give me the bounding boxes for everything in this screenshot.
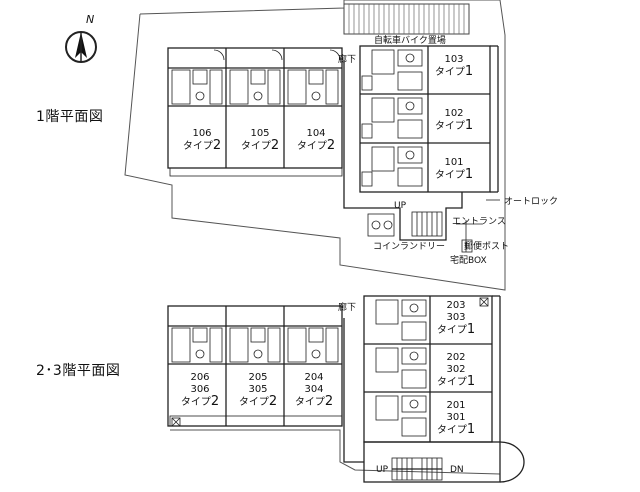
unit-201-301: 201 301 タイプ1 [436,400,476,437]
site-boundary-floor1 [124,0,506,291]
floor1-stairs [367,199,500,253]
unit-206-306: 206 306 タイプ2 [180,372,220,409]
up-label-floor23: UP [376,465,389,475]
floor23-right-wing [343,295,525,483]
delivery-box-label: 宅配BOX [450,256,487,266]
unit-205-305: 205 305 タイプ2 [238,372,278,409]
up-label-floor1: UP [394,201,407,211]
corridor-label-floor23: 廊下 [338,303,357,313]
bicycle-parking-area [343,3,470,35]
entrance-label: エントランス [452,217,506,227]
postbox-label: 郵便ポスト [464,242,510,252]
floor23-stairs [391,457,443,481]
unit-202-302: 202 302 タイプ1 [436,352,476,389]
floor1-right-wing [343,45,499,241]
floor23-left-wing [167,305,343,427]
unit-203-303: 203 303 タイプ1 [436,300,476,337]
floor1-title: 1階平面図 [36,109,104,125]
unit-103: 103 タイプ1 [434,54,474,79]
floor23-title: 2･3階平面図 [36,363,121,379]
laundry-label: コインランドリー [373,242,446,252]
north-label: N [86,13,95,26]
unit-105: 105 タイプ2 [240,128,280,153]
north-arrow-icon [65,31,97,63]
site-boundary-floor23 [170,429,501,475]
parking-label: 自転車バイク置場 [374,36,446,46]
unit-104: 104 タイプ2 [296,128,336,153]
corridor-label-floor1: 廊下 [338,55,357,65]
unit-101: 101 タイプ1 [434,157,474,182]
unit-106: 106 タイプ2 [182,128,222,153]
unit-102: 102 タイプ1 [434,108,474,133]
autolock-label: オートロック [504,197,559,207]
dn-label-floor23: DN [450,465,464,475]
unit-204-304: 204 304 タイプ2 [294,372,334,409]
floor1-left-wing [167,47,343,177]
